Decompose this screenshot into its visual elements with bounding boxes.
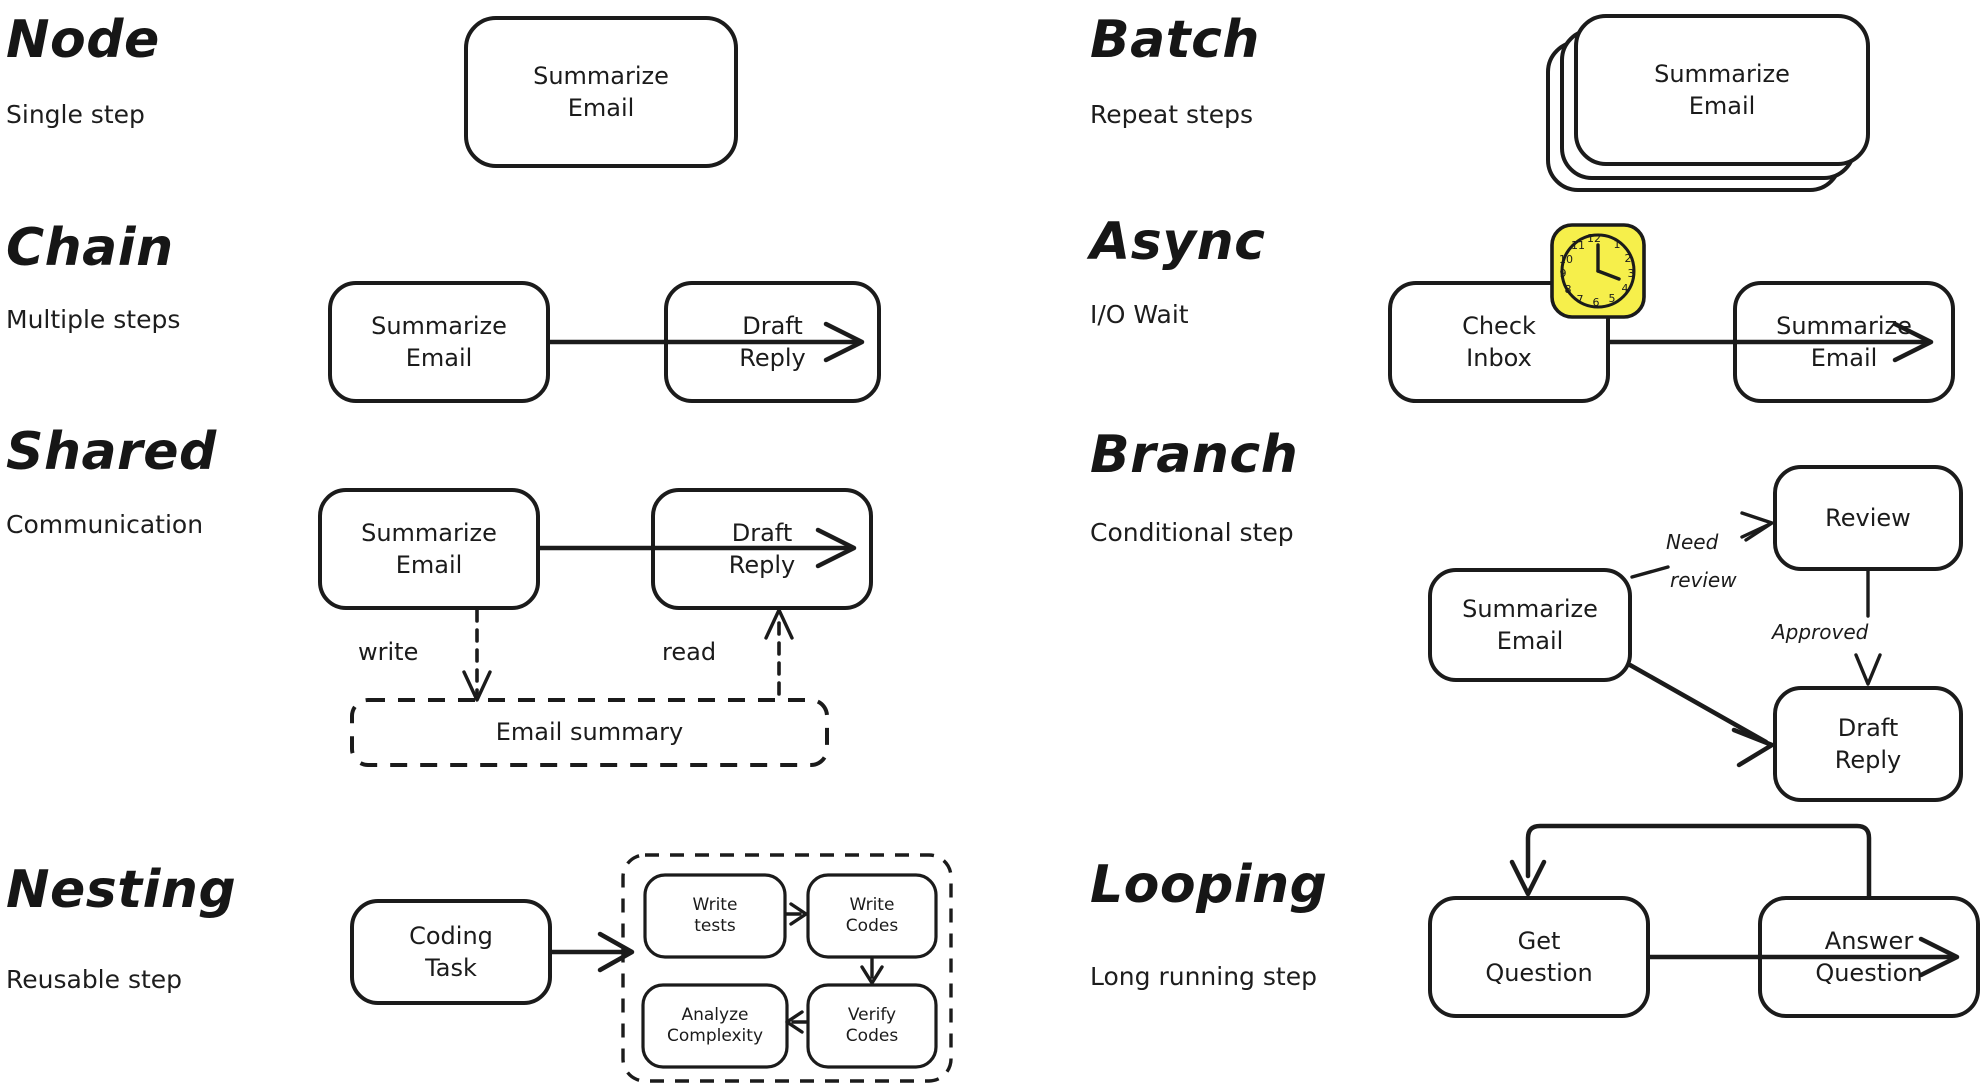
section-subtitle-branch: Conditional step [1090,518,1294,547]
section-subtitle-batch: Repeat steps [1090,100,1254,129]
nesting-write-tests-box[interactable] [643,873,787,959]
branch-review-box[interactable] [1773,465,1963,571]
section-subtitle-node: Single step [6,100,145,129]
branch-summarize-box[interactable] [1428,568,1632,682]
section-title-chain: Chain [6,218,174,278]
shared-edge-main-arrowhead [815,527,857,569]
svg-text:12: 12 [1587,232,1601,245]
section-subtitle-async: I/O Wait [1090,300,1189,329]
section-title-looping: Looping [1090,855,1328,915]
section-title-shared: Shared [6,422,217,482]
section-subtitle-chain: Multiple steps [6,305,181,334]
chain-summarize-box[interactable] [328,281,550,403]
section-title-batch: Batch [1090,10,1260,70]
section-subtitle-shared: Communication [6,510,204,539]
nesting-edge-tests-codes-arrowhead [789,902,808,926]
clock-face [1560,233,1636,309]
shared-write-edge-label: write [358,638,419,666]
looping-edge-back-arrowhead [1509,859,1547,897]
nesting-edge-into-subflow-arrowhead [597,931,635,973]
section-title-branch: Branch [1090,425,1299,485]
svg-text:3: 3 [1628,267,1635,280]
branch-edge-direct [1627,662,1769,745]
nesting-write-codes-box[interactable] [806,873,938,959]
node-summarize-box[interactable] [464,16,738,168]
clock-numerals: 12 1 2 3 4 5 6 7 8 9 10 11 [1559,232,1635,309]
branch-edge-need-review-arrowhead [1740,511,1774,542]
section-title-async: Async [1090,212,1266,272]
looping-get-box[interactable] [1428,896,1650,1018]
nesting-edge-codes-verify-arrowhead [860,965,884,985]
shared-summarize-box[interactable] [318,488,540,610]
section-subtitle-looping: Long running step [1090,962,1317,991]
shared-write-arrowhead [462,670,492,702]
nesting-edge-verify-analyze-arrowhead [785,1010,804,1034]
branch-edge-label-approved: Approved [1772,620,1869,644]
branch-edge-direct-arrowhead [1731,727,1775,768]
chain-edge-1-arrowhead [823,321,865,363]
svg-text:2: 2 [1625,252,1632,265]
branch-edge-need-review [1630,565,1670,579]
branch-edge-label-review: review [1670,568,1737,592]
svg-text:7: 7 [1577,293,1584,306]
branch-edge-label-need: Need [1666,530,1719,554]
svg-text:10: 10 [1559,253,1573,266]
shared-read-edge-label: read [662,638,717,666]
svg-text:11: 11 [1571,239,1585,252]
looping-edge-forward-arrowhead [1918,936,1960,978]
shared-read-arrowhead [764,608,794,640]
svg-text:6: 6 [1593,296,1600,309]
nesting-analyze-box[interactable] [641,983,789,1069]
batch-summarize-box[interactable] [1574,14,1870,166]
svg-text:1: 1 [1614,238,1621,251]
svg-text:5: 5 [1609,292,1616,305]
section-subtitle-nesting: Reusable step [6,965,183,994]
branch-draft-box[interactable] [1773,686,1963,802]
clock-hand-hour [1596,269,1621,281]
svg-text:9: 9 [1560,267,1567,280]
nesting-subflow-boundary[interactable] [621,853,953,1083]
nesting-coding-box[interactable] [350,899,552,1005]
svg-text:8: 8 [1565,283,1572,296]
shared-store-box[interactable] [350,698,829,767]
async-edge-1-arrowhead [1892,321,1934,363]
section-title-nesting: Nesting [6,860,237,920]
svg-text:4: 4 [1622,282,1629,295]
branch-edge-approved-arrowhead [1854,653,1882,686]
nesting-verify-codes-box[interactable] [806,983,938,1069]
looping-edge-back [1525,823,1872,899]
section-title-node: Node [6,10,160,70]
